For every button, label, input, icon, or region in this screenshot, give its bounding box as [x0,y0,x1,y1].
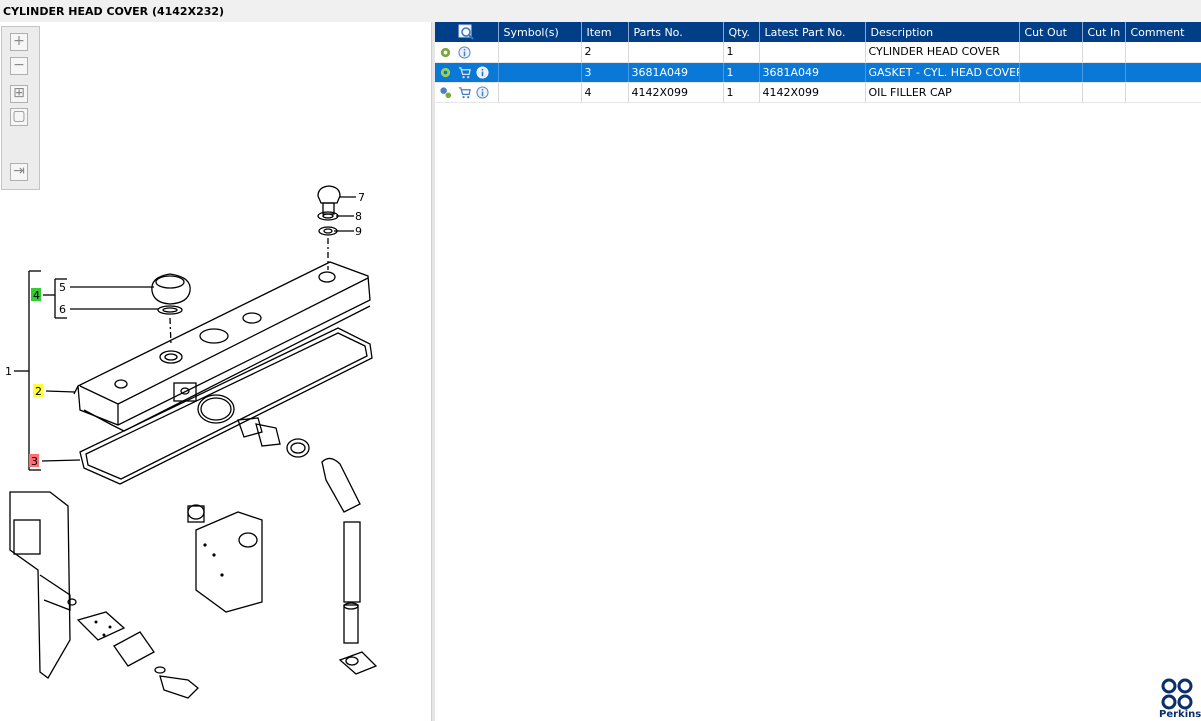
parts-table: Symbol(s) Item Parts No. Qty. Latest Par… [435,22,1201,103]
column-header-cut-in[interactable]: Cut In [1082,22,1126,42]
callout-7: 7 [358,191,365,204]
callout-2: 2 [35,385,42,398]
navigate-button[interactable]: ⇥ [10,163,28,181]
fit-window-button[interactable]: ▢ [10,108,28,126]
column-header-symbols[interactable]: Symbol(s) [498,22,582,42]
cell-comment [1125,62,1201,83]
cell-comment [1125,42,1201,63]
cell-cut-in [1082,42,1126,63]
row-actions [435,62,499,83]
cell-symbols [498,82,582,103]
cell-cut-out [1019,42,1083,63]
cell-qty: 1 [723,82,760,103]
column-header-latest-part-no[interactable]: Latest Part No. [759,22,866,42]
cell-description: CYLINDER HEAD COVER [865,42,1020,63]
zoom-out-button[interactable]: − [10,57,28,75]
callout-2-highlight [33,384,43,397]
info-icon[interactable] [476,66,489,79]
cell-description: GASKET - CYL. HEAD COVER [865,62,1020,83]
column-header-parts-no[interactable]: Parts No. [628,22,724,42]
zoom-toolbar: + − ⊞ ▢ ⇥ [1,26,40,190]
table-row[interactable]: 4 4142X099 1 4142X099 OIL FILLER CAP [435,82,1201,103]
callout-3-highlight [29,454,39,467]
cell-cut-in [1082,82,1126,103]
column-header-cut-out[interactable]: Cut Out [1019,22,1083,42]
table-row-selected[interactable]: 3 3681A049 1 3681A049 GASKET - CYL. HEAD… [435,62,1201,83]
cell-cut-out [1019,82,1083,103]
gear-icon[interactable] [439,46,452,59]
cart-icon[interactable] [458,66,471,79]
gears-icon[interactable] [439,86,452,99]
callout-4-highlight [31,288,41,301]
cell-cut-out [1019,62,1083,83]
column-header-view[interactable] [435,22,499,42]
callout-8: 8 [355,210,362,223]
parts-list-pane: Symbol(s) Item Parts No. Qty. Latest Par… [435,22,1201,721]
cell-latest-part-no [759,42,866,63]
window-title: CYLINDER HEAD COVER (4142X232) [3,5,225,18]
cell-description: OIL FILLER CAP [865,82,1020,103]
callout-5: 5 [59,281,66,294]
column-header-comment[interactable]: Comment [1125,22,1201,42]
gear-icon[interactable] [439,66,452,79]
cell-symbols [498,62,582,83]
column-header-item[interactable]: Item [581,22,629,42]
cell-comment [1125,82,1201,103]
table-row[interactable]: 2 1 CYLINDER HEAD COVER [435,42,1201,63]
callout-1: 1 [5,365,12,378]
cell-latest-part-no: 4142X099 [759,82,866,103]
parts-diagram[interactable]: 1 2 3 4 5 6 7 8 9 [0,22,431,721]
zoom-in-button[interactable]: + [10,33,28,51]
column-header-description[interactable]: Description [865,22,1020,42]
cell-part-no [628,42,724,63]
cell-qty: 1 [723,42,760,63]
diagram-pane[interactable]: 1 2 3 4 5 6 7 8 9 + − ⊞ ▢ ⇥ [0,22,431,721]
cell-item: 4 [581,82,629,103]
cell-item: 3 [581,62,629,83]
cell-part-no: 3681A049 [628,62,724,83]
fit-all-button[interactable]: ⊞ [10,85,28,103]
callout-6: 6 [59,303,66,316]
row-actions [435,42,499,63]
info-icon[interactable] [476,86,489,99]
window-title-bar: CYLINDER HEAD COVER (4142X232) [0,0,1201,22]
cell-latest-part-no: 3681A049 [759,62,866,83]
callout-3: 3 [31,455,38,468]
cart-icon[interactable] [458,86,471,99]
table-header: Symbol(s) Item Parts No. Qty. Latest Par… [435,22,1201,42]
brand-name: Perkins [1159,709,1201,720]
cell-qty: 1 [723,62,760,83]
column-header-qty[interactable]: Qty. [723,22,760,42]
callout-4: 4 [33,289,40,302]
row-actions [435,82,499,103]
cell-part-no: 4142X099 [628,82,724,103]
perkins-logo [1161,678,1193,710]
pane-splitter[interactable] [431,22,435,721]
cell-item: 2 [581,42,629,63]
info-icon[interactable] [457,45,471,59]
callout-9: 9 [355,225,362,238]
cell-symbols [498,42,582,63]
find-in-diagram-icon[interactable] [458,24,474,40]
cell-cut-in [1082,62,1126,83]
